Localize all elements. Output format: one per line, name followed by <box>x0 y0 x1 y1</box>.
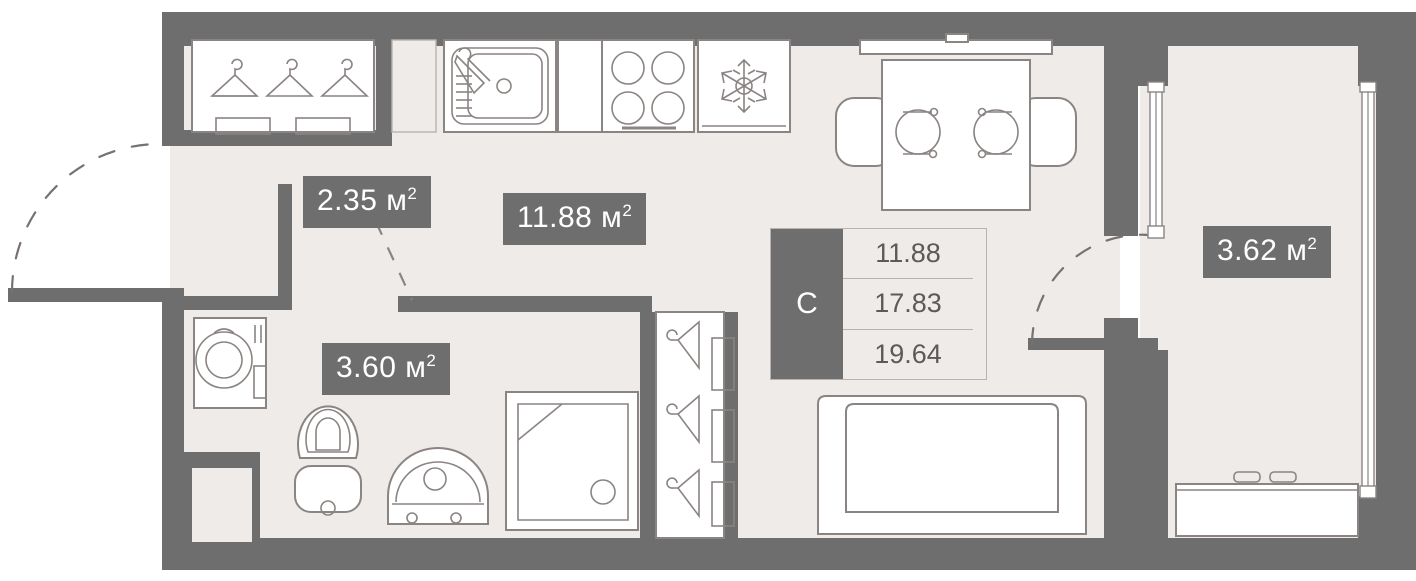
balcony-storage-unit <box>1175 471 1359 537</box>
sink-with-drainboard <box>443 39 557 133</box>
area-value-hallway: 2.35 м2 <box>317 184 418 217</box>
legend-row-living-area: 11.88 <box>843 229 973 280</box>
legend-row-total-area: 19.64 <box>874 338 942 369</box>
area-value-kitchen-living: 11.88 м2 <box>517 201 633 234</box>
area-value-bathroom: 3.60 м2 <box>336 351 437 384</box>
shower-tray <box>505 391 639 531</box>
area-summary-rows: 11.88 17.83 19.64 <box>843 229 973 379</box>
entrance-door-swing <box>8 130 186 302</box>
tall-cabinet <box>391 39 437 133</box>
apartment-type-label: C <box>771 229 843 379</box>
structural-walls <box>162 12 1416 570</box>
wash-basin <box>387 447 489 525</box>
refrigerator-snowflake <box>697 39 791 133</box>
kitchen-worktop <box>557 39 603 133</box>
area-badge-bathroom: 3.60 м2 <box>322 343 451 395</box>
narrow-closet-hangers <box>655 311 735 539</box>
sofa <box>817 395 1087 535</box>
balcony-windows <box>1147 81 1377 499</box>
area-badge-kitchen-living: 11.88 м2 <box>503 193 647 245</box>
legend-row-usable-area: 17.83 <box>843 279 973 330</box>
dining-table-two-seats <box>835 33 1077 211</box>
balcony-door-swing <box>1028 233 1158 350</box>
area-value-balcony: 3.62 м2 <box>1217 234 1318 267</box>
area-badge-hallway: 2.35 м2 <box>303 176 432 228</box>
cooktop-four-burner <box>601 39 695 133</box>
washing-machine <box>193 317 267 409</box>
area-summary-legend: C 11.88 17.83 19.64 <box>770 228 987 380</box>
area-badge-balcony: 3.62 м2 <box>1203 226 1332 278</box>
wardrobe-with-hangers <box>191 39 375 135</box>
toilet <box>294 405 362 516</box>
